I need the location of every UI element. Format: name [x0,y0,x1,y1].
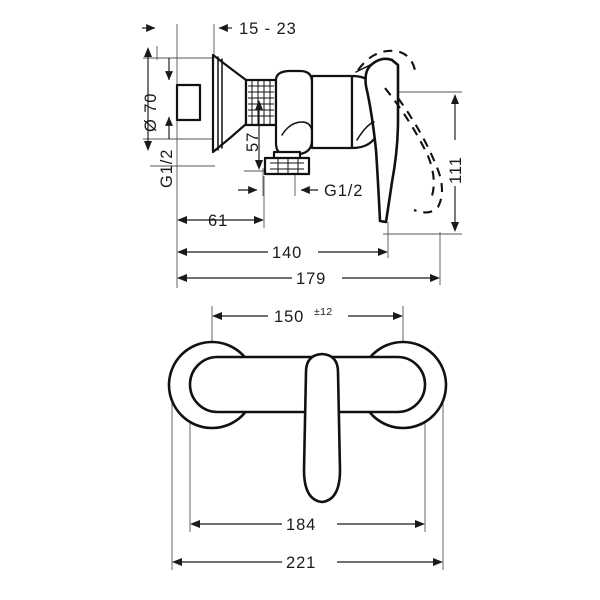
dimension-projection-179: 179 [177,268,440,288]
mixer-front-profile [167,340,448,504]
dimension-wall-offset: 15 - 23 [142,20,297,38]
dim-label-61: 61 [208,212,228,230]
lever-joint [355,63,375,141]
dim-label-15-23: 15 - 23 [239,20,297,38]
cartridge-housing [310,74,354,150]
dim-label-111: 111 [447,156,465,184]
connector-knurl [248,81,274,124]
dimension-outlet-thread: G1/2 [238,182,363,200]
mixer-side-profile [175,49,444,224]
dimension-overall-width-221: 221 [172,548,443,572]
dim-label-150: 150 [274,308,304,326]
dim-label-diameter-70: Ø 70 [142,93,160,132]
mixer-body [274,69,314,156]
inlet-nipple [175,83,202,122]
outlet-thread-hatch [270,159,304,173]
body-blend [281,121,313,136]
outlet-thread-nut [263,156,311,176]
dimension-lever-drop-111: 111 [446,94,465,232]
lever-swing-arc-lower [397,97,444,214]
lever-swing-arc-mid [384,87,435,197]
dim-label-179: 179 [296,270,326,288]
dim-label-g12-inlet: G1/2 [158,149,176,188]
dimension-body-width-184: 184 [190,510,425,534]
dim-label-221: 221 [286,554,316,572]
dim-label-g12-outlet: G1/2 [324,182,363,200]
side-view-group: 15 - 23 Ø 70 G1/2 57 G1/2 [142,20,465,288]
lever-handle [364,57,400,224]
dimension-inlet-thread: G1/2 [158,149,176,188]
dimension-inlet-centers-150: 150 ±12 [212,302,403,326]
lever-swing-arc-upper [357,49,418,77]
connector-nut [244,78,278,127]
dim-label-184: 184 [286,516,316,534]
dimension-projection-140: 140 [177,242,388,262]
dim-label-150-tolerance: ±12 [314,306,333,318]
side-view-extension-lines [143,24,462,288]
dimension-escutcheon-diameter: Ø 70 [142,47,173,151]
front-view-group: 150 ±12 184 221 [167,302,448,572]
dimension-inlet-height: 57 [244,100,263,170]
dimension-projection-61: 61 [177,212,264,230]
lever-front [302,352,342,504]
dim-label-140: 140 [272,244,302,262]
dim-label-57: 57 [244,132,262,152]
